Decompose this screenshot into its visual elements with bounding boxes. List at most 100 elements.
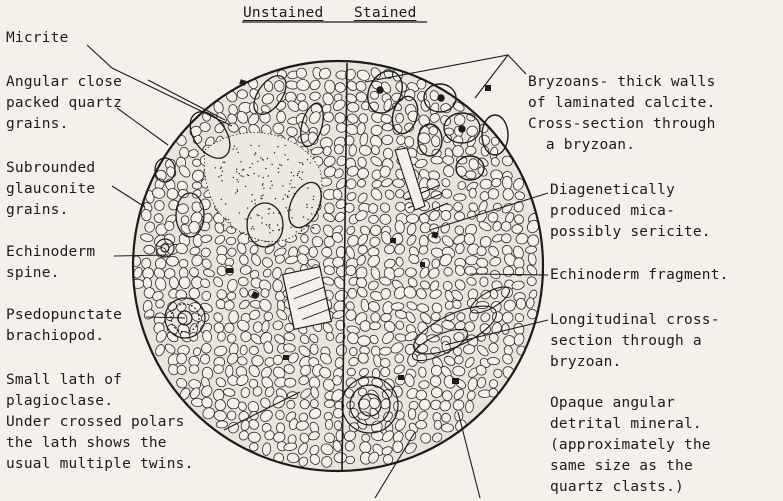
micrite-dot bbox=[228, 219, 229, 220]
micrite-dot bbox=[238, 181, 239, 182]
micrite-dot bbox=[288, 191, 289, 192]
micrite-dot bbox=[269, 224, 270, 225]
quartz-grain bbox=[441, 423, 454, 432]
quartz-grain bbox=[179, 276, 191, 289]
label-mica: Diagenetically produced mica- possibly s… bbox=[550, 180, 711, 243]
micrite-dot bbox=[251, 201, 252, 202]
quartz-grain bbox=[434, 420, 441, 429]
micrite-dot bbox=[249, 167, 250, 168]
micrite-dot bbox=[303, 216, 304, 217]
micrite-dot bbox=[291, 180, 292, 181]
micrite-dot bbox=[230, 222, 231, 223]
micrite-dot bbox=[239, 173, 240, 174]
micrite-dot bbox=[271, 181, 272, 182]
quartz-grain bbox=[358, 336, 371, 346]
micrite-dot bbox=[293, 175, 294, 176]
label-bryozoans: Bryzoans- thick walls of laminated calci… bbox=[528, 72, 716, 156]
micrite-dot bbox=[313, 227, 314, 228]
micrite-dot bbox=[299, 177, 300, 178]
micrite-dot bbox=[223, 224, 224, 225]
micrite-dot bbox=[311, 213, 312, 214]
micrite-dot bbox=[236, 148, 237, 149]
quartz-grain bbox=[443, 134, 452, 142]
micrite-dot bbox=[313, 199, 314, 200]
micrite-dot bbox=[217, 212, 218, 213]
micrite-dot bbox=[251, 228, 252, 229]
quartz-grain bbox=[476, 301, 489, 309]
quartz-grain bbox=[453, 193, 466, 201]
quartz-grain bbox=[252, 355, 264, 366]
micrite-dot bbox=[314, 154, 315, 155]
quartz-grain bbox=[334, 452, 347, 462]
quartz-grain bbox=[286, 400, 295, 409]
quartz-grain bbox=[503, 266, 514, 277]
quartz-grain bbox=[177, 203, 189, 214]
micrite-dot bbox=[272, 185, 273, 186]
micrite-dot bbox=[297, 175, 298, 176]
micrite-dot bbox=[284, 154, 285, 155]
micrite-dot bbox=[254, 154, 255, 155]
micrite-dot bbox=[263, 177, 264, 178]
label-echinoderm-spine: Echinoderm spine. bbox=[6, 242, 95, 284]
micrite-dot bbox=[277, 146, 278, 147]
micrite-dot bbox=[257, 214, 258, 215]
quartz-grain bbox=[408, 409, 416, 420]
quartz-grain bbox=[333, 375, 342, 385]
micrite-dot bbox=[269, 232, 270, 233]
micrite-dot bbox=[239, 212, 240, 213]
micrite-dot bbox=[294, 187, 295, 188]
micrite-dot bbox=[262, 183, 263, 184]
micrite-dot bbox=[308, 225, 309, 226]
quartz-grain bbox=[166, 256, 178, 266]
micrite-dot bbox=[246, 234, 247, 235]
micrite-dot bbox=[275, 198, 276, 199]
micrite-dot bbox=[251, 163, 252, 164]
quartz-grain bbox=[298, 101, 308, 112]
micrite-dot bbox=[308, 226, 309, 227]
quartz-grain bbox=[464, 233, 475, 244]
micrite-dot bbox=[291, 172, 292, 173]
quartz-grain bbox=[503, 335, 515, 346]
micrite-dot bbox=[240, 175, 241, 176]
micrite-dot bbox=[237, 189, 238, 190]
quartz-grain bbox=[465, 171, 476, 180]
micrite-dot bbox=[299, 171, 300, 172]
header-stained: Stained bbox=[354, 3, 417, 24]
quartz-grain bbox=[216, 421, 228, 429]
micrite-dot bbox=[268, 209, 269, 210]
quartz-grain bbox=[284, 378, 296, 388]
quartz-grain bbox=[431, 156, 443, 164]
micrite-dot bbox=[287, 159, 288, 160]
quartz-grain bbox=[334, 421, 342, 431]
micrite-dot bbox=[225, 203, 226, 204]
micrite-dot bbox=[290, 209, 291, 210]
micrite-dot bbox=[257, 161, 258, 162]
micrite-dot bbox=[237, 191, 238, 192]
micrite-dot bbox=[310, 162, 311, 163]
micrite-dot bbox=[238, 152, 239, 153]
quartz-grain bbox=[392, 386, 402, 397]
micrite-dot bbox=[287, 195, 288, 196]
quartz-grain bbox=[417, 344, 428, 353]
micrite-dot bbox=[285, 194, 286, 195]
micrite-dot bbox=[247, 207, 248, 208]
micrite-dot bbox=[268, 225, 269, 226]
micrite-dot bbox=[236, 179, 237, 180]
micrite-dot bbox=[307, 219, 308, 220]
micrite-dot bbox=[278, 168, 279, 169]
micrite-dot bbox=[250, 217, 251, 218]
micrite-dot bbox=[278, 172, 279, 173]
micrite-dot bbox=[233, 149, 234, 150]
micrite-dot bbox=[218, 176, 219, 177]
micrite-dot bbox=[216, 223, 217, 224]
quartz-grain bbox=[469, 188, 477, 198]
quartz-grain bbox=[249, 346, 258, 355]
micrite-dot bbox=[235, 192, 236, 193]
micrite-dot bbox=[240, 161, 241, 162]
micrite-dot bbox=[221, 180, 222, 181]
micrite-dot bbox=[252, 226, 253, 227]
quartz-grain bbox=[261, 288, 270, 297]
quartz-grain bbox=[192, 182, 202, 189]
quartz-grain bbox=[501, 234, 511, 243]
